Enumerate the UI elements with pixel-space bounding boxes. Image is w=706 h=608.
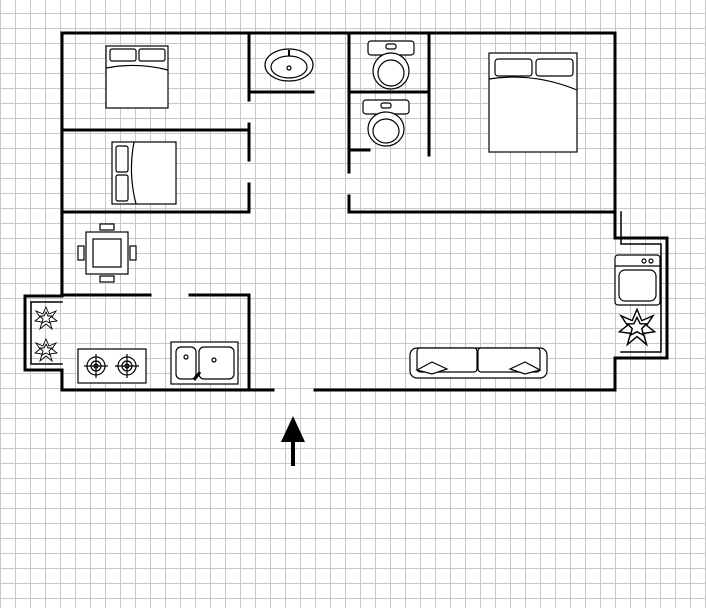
right-balcony-wall	[613, 210, 669, 360]
toilet-icon	[367, 40, 415, 90]
washbasin-icon	[264, 48, 314, 82]
plant-icon	[618, 308, 656, 346]
double-bed-icon	[488, 52, 578, 153]
toilet-icon	[362, 99, 410, 147]
plant-icon	[34, 338, 58, 362]
kitchen-sink-icon	[170, 341, 239, 385]
plant-icon	[34, 306, 58, 330]
walls	[23, 31, 669, 392]
left-balcony-wall	[23, 294, 64, 372]
stove-icon	[77, 348, 147, 384]
right-balcony-wall-inner	[620, 211, 662, 353]
dining-table-icon	[77, 223, 137, 283]
double-bed-icon	[111, 141, 177, 205]
washing-machine-icon	[614, 254, 661, 306]
outer-wall-top-left	[60, 31, 251, 298]
entrance-arrow-icon	[281, 416, 305, 466]
left-balcony-wall-inner	[30, 301, 63, 365]
sofa-icon	[409, 347, 548, 379]
double-bed-icon	[105, 45, 169, 109]
